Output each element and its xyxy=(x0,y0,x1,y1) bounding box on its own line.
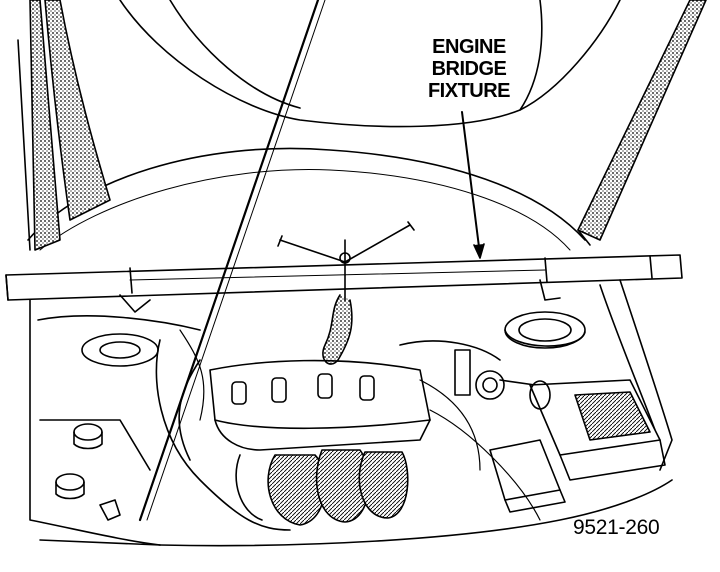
callout-line-3: FIXTURE xyxy=(427,80,511,102)
bridge-fixture-bar xyxy=(5,254,683,313)
callout-leader xyxy=(461,111,485,259)
hoses xyxy=(179,329,541,521)
callout-line-2: BRIDGE xyxy=(431,58,507,80)
battery xyxy=(489,439,566,513)
engine-valve-cover xyxy=(155,339,431,531)
callout-line-1: ENGINE xyxy=(432,36,506,58)
left-strut-tower xyxy=(81,333,159,367)
right-a-pillar xyxy=(577,0,707,246)
fluid-reservoir-caps xyxy=(39,419,151,521)
intake-manifold xyxy=(235,449,409,526)
fixture-hook-chain xyxy=(277,221,415,365)
engine-compartment xyxy=(29,279,673,547)
right-strut-tower xyxy=(504,311,586,349)
air-cleaner-box xyxy=(529,379,666,481)
air-intake xyxy=(399,340,541,406)
hood-outline xyxy=(27,0,621,251)
figure-id: 9521-260 xyxy=(573,516,660,539)
left-a-pillar xyxy=(17,0,111,251)
engine-bridge-fixture-callout: ENGINE BRIDGE FIXTURE xyxy=(414,36,524,102)
